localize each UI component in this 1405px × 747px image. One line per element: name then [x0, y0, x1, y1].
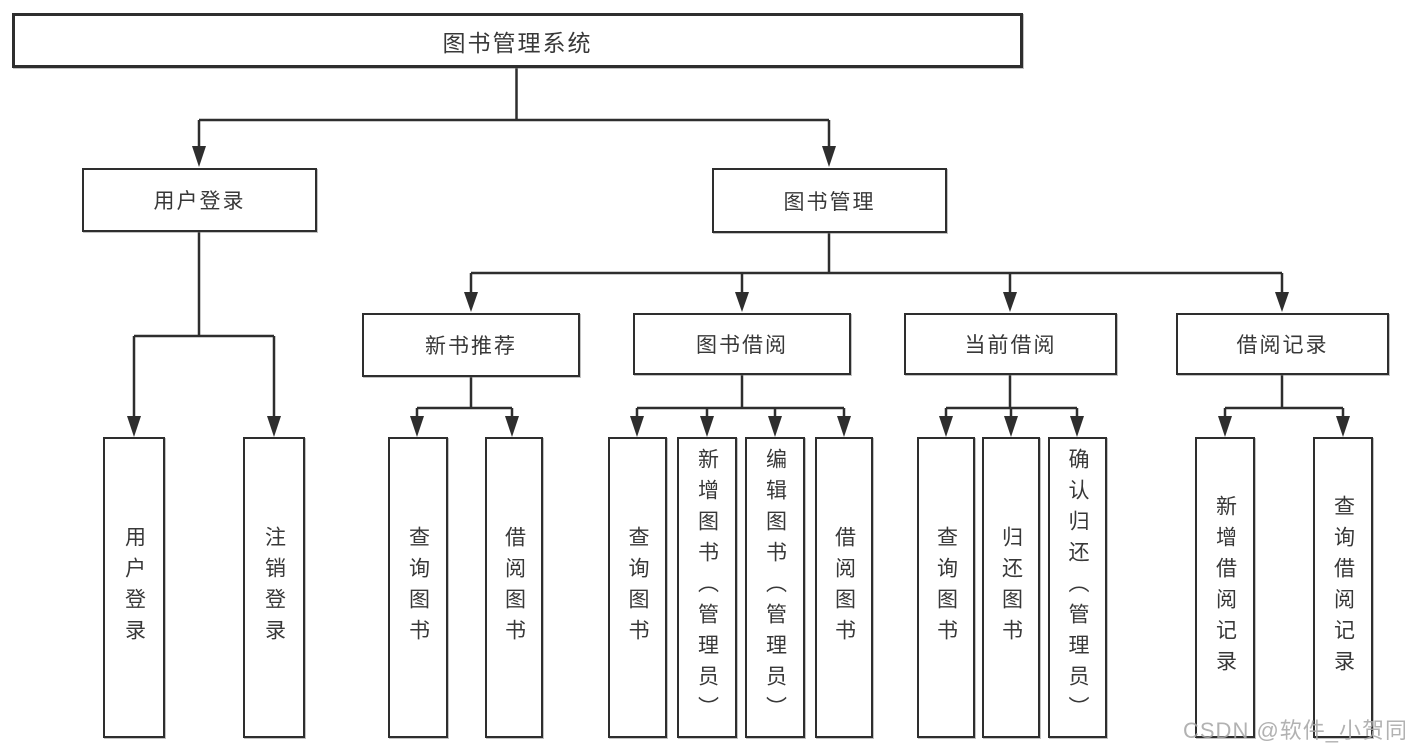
- leaf-return-book: 归还图书: [982, 437, 1040, 738]
- leaf-edit-book-admin: 编辑图书（管理员）: [745, 437, 805, 738]
- node-book-management: 图书管理: [712, 168, 947, 233]
- node-book-borrow: 图书借阅: [633, 313, 851, 375]
- leaf-query-borrow-record: 查询借阅记录: [1313, 437, 1373, 738]
- leaf-query-book-current: 查询图书: [917, 437, 975, 738]
- node-new-book-recommend: 新书推荐: [362, 313, 580, 377]
- node-current-borrow: 当前借阅: [904, 313, 1117, 375]
- leaf-borrow-book-recommend: 借阅图书: [485, 437, 543, 738]
- leaf-query-book-borrow: 查询图书: [608, 437, 667, 738]
- node-library-management-system: 图书管理系统: [12, 13, 1023, 68]
- csdn-watermark: CSDN @软件_小贺同学: [1183, 718, 1405, 743]
- leaf-add-book-admin: 新增图书（管理员）: [677, 437, 737, 738]
- node-user-login: 用户登录: [82, 168, 317, 232]
- leaf-add-borrow-record: 新增借阅记录: [1195, 437, 1255, 738]
- node-borrow-records: 借阅记录: [1176, 313, 1389, 375]
- leaf-borrow-book: 借阅图书: [815, 437, 873, 738]
- arrowheads: [127, 146, 1350, 437]
- leaf-query-book-recommend: 查询图书: [388, 437, 448, 738]
- leaf-logout: 注销登录: [243, 437, 305, 738]
- leaf-confirm-return-admin: 确认归还（管理员）: [1048, 437, 1107, 738]
- leaf-user-login: 用户登录: [103, 437, 165, 738]
